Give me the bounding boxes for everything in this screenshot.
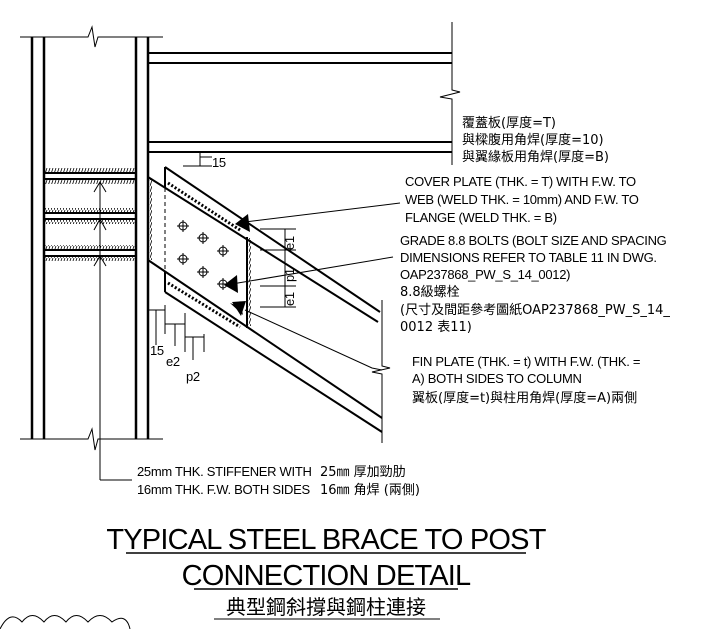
svg-text:GRADE 8.8 BOLTS (BOLT SIZE AND: GRADE 8.8 BOLTS (BOLT SIZE AND SPACING	[400, 233, 667, 248]
svg-text:8.8級螺栓: 8.8級螺栓	[400, 285, 460, 300]
revision-cloud	[0, 615, 131, 629]
dim-left-gap: 15	[150, 343, 164, 358]
cover-plate-note-en: COVER PLATE (THK. = T) WITH F.W. TO WEB …	[405, 174, 639, 225]
svg-text:16㎜ 角焊 (兩側): 16㎜ 角焊 (兩側)	[320, 482, 420, 498]
svg-text:OAP237868_PW_S_14_0012): OAP237868_PW_S_14_0012)	[400, 267, 570, 282]
svg-text:WEB (WELD THK. = 10mm) AND F.W: WEB (WELD THK. = 10mm) AND F.W. TO	[405, 192, 639, 207]
svg-text:0012 表11): 0012 表11)	[400, 320, 472, 335]
dim-e1-top: e1	[282, 236, 297, 250]
bolt-icon	[177, 220, 189, 232]
dim-e2: e2	[166, 354, 180, 369]
fin-plate-note: FIN PLATE (THK. = t) WITH F.W. (THK. = A…	[412, 354, 640, 406]
stiffener-note: 25mm THK. STIFFENER WITH 16mm THK. F.W. …	[137, 464, 420, 498]
leader-lines	[93, 181, 401, 481]
svg-text:A) BOTH SIDES TO COLUMN: A) BOTH SIDES TO COLUMN	[412, 371, 582, 386]
title-line-1: TYPICAL STEEL BRACE TO POST	[106, 524, 546, 556]
svg-text:(尺寸及間距參考圖紙OAP237868_PW_S_14_: (尺寸及間距參考圖紙OAP237868_PW_S_14_	[400, 303, 670, 318]
svg-text:覆蓋板(厚度=T): 覆蓋板(厚度=T)	[462, 115, 556, 131]
svg-text:與樑腹用角焊(厚度=10): 與樑腹用角焊(厚度=10)	[462, 132, 604, 148]
svg-text:DIMENSIONS REFER TO TABLE 11 I: DIMENSIONS REFER TO TABLE 11 IN DWG.	[400, 250, 657, 265]
bolt-icon	[197, 232, 209, 244]
title-zh: 典型鋼斜撐與鋼柱連接	[226, 595, 426, 619]
column	[20, 25, 163, 451]
bolt-icon	[217, 245, 229, 257]
title-line-2: CONNECTION DETAIL	[182, 560, 471, 592]
svg-text:COVER PLATE (THK. = T) WITH F.: COVER PLATE (THK. = T) WITH F.W. TO	[405, 174, 636, 189]
bolt-icon	[177, 253, 189, 265]
svg-text:與翼緣板用角焊(厚度=B): 與翼緣板用角焊(厚度=B)	[462, 149, 609, 165]
stiffeners	[44, 168, 136, 261]
arrow-icon	[235, 214, 250, 232]
dimension-lines: 15 e1 p1 e1 15 e2 p2	[148, 152, 297, 384]
bolts-note: GRADE 8.8 BOLTS (BOLT SIZE AND SPACING D…	[400, 233, 670, 335]
cover-plate-note-zh: 覆蓋板(厚度=T) 與樑腹用角焊(厚度=10) 與翼緣板用角焊(厚度=B)	[462, 115, 609, 165]
svg-text:翼板(厚度=t)與柱用角焊(厚度=A)兩側: 翼板(厚度=t)與柱用角焊(厚度=A)兩側	[412, 390, 637, 406]
svg-text:25㎜ 厚加勁肋: 25㎜ 厚加勁肋	[320, 465, 406, 480]
svg-text:FIN PLATE (THK. = t) WITH F.W.: FIN PLATE (THK. = t) WITH F.W. (THK. =	[412, 354, 640, 369]
svg-text:FLANGE (WELD THK. = B): FLANGE (WELD THK. = B)	[405, 210, 557, 225]
dim-p1: p1	[282, 268, 297, 282]
beam	[148, 22, 461, 165]
bolt-icon	[197, 266, 209, 278]
bolt-group	[177, 220, 229, 290]
svg-text:25mm THK. STIFFENER WITH: 25mm THK. STIFFENER WITH	[137, 464, 312, 479]
dim-top-gap: 15	[212, 155, 226, 170]
arrow-icon	[224, 275, 238, 293]
dim-e1-bottom: e1	[282, 292, 297, 306]
svg-text:16mm THK. F.W. BOTH SIDES: 16mm THK. F.W. BOTH SIDES	[137, 482, 310, 497]
drawing-title: TYPICAL STEEL BRACE TO POST CONNECTION D…	[106, 524, 548, 620]
dim-p2: p2	[186, 369, 200, 384]
